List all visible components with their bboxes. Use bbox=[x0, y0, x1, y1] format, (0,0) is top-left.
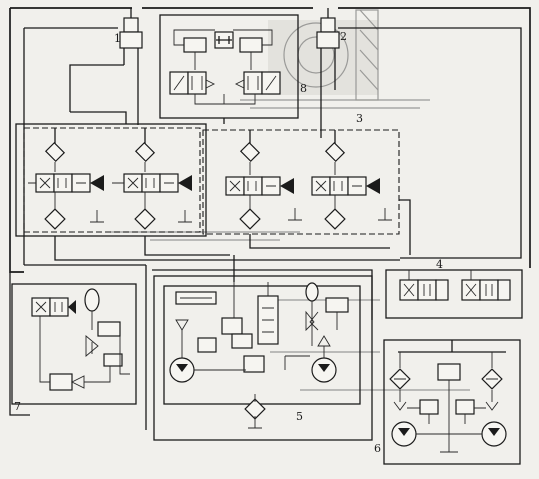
valve-group-7 bbox=[11, 283, 137, 405]
valve-group-8 bbox=[159, 14, 299, 119]
label-5: 5 bbox=[296, 410, 303, 423]
label-6: 6 bbox=[374, 442, 381, 455]
valve-group-5 bbox=[153, 275, 373, 441]
actuator-1 bbox=[69, 8, 143, 125]
valve-group-6 bbox=[383, 339, 521, 465]
label-2: 2 bbox=[340, 30, 347, 43]
actuator-2 bbox=[316, 8, 340, 132]
label-1: 1 bbox=[114, 32, 121, 45]
label-4: 4 bbox=[436, 258, 443, 271]
label-8: 8 bbox=[300, 82, 307, 95]
valve-group-3-left bbox=[15, 123, 207, 237]
valve-group-3-right bbox=[202, 129, 411, 255]
label-3: 3 bbox=[356, 112, 363, 125]
valve-group-4 bbox=[385, 269, 523, 319]
label-7: 7 bbox=[14, 400, 21, 413]
